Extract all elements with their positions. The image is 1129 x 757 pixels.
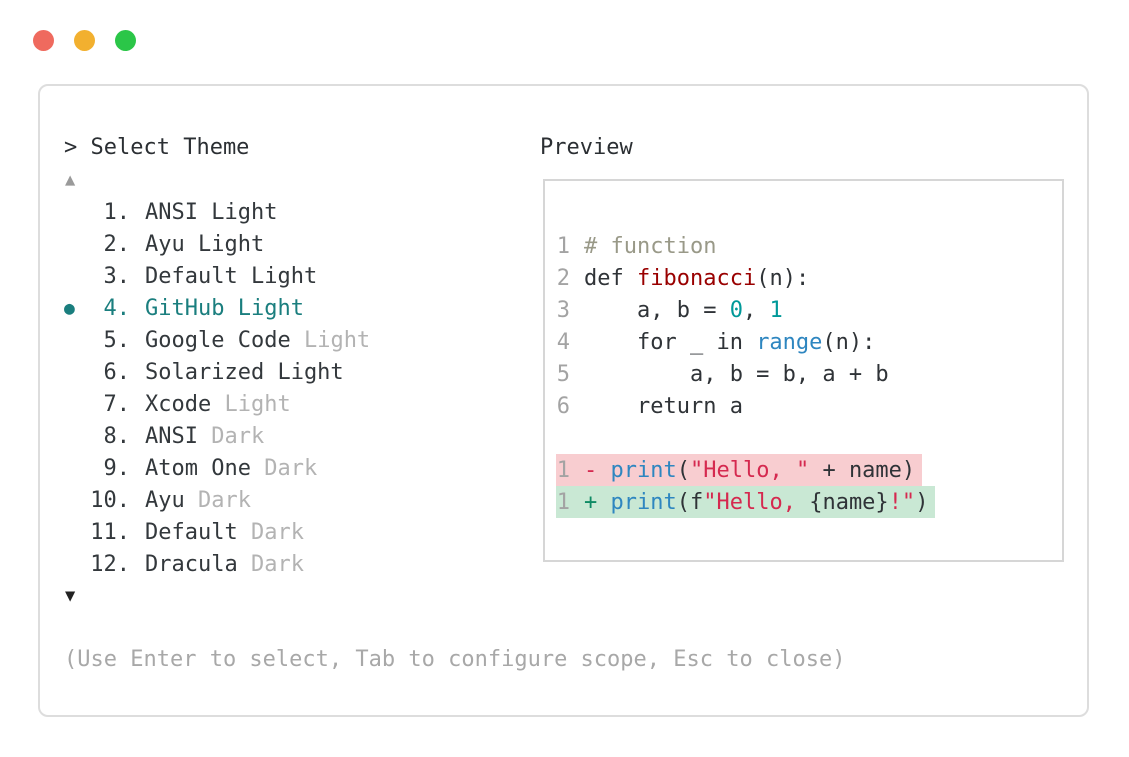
code-line: 2 def fibonacci(n): (556, 262, 809, 294)
code-token-plain: ( (676, 457, 690, 483)
theme-item-variant-dim: Dark (250, 519, 304, 545)
code-token-plain: return a (584, 393, 743, 419)
theme-item-number: 8. (103, 423, 131, 449)
code-token-add-sign: + (584, 489, 611, 515)
window-controls (33, 30, 136, 51)
line-number: 3 (556, 297, 570, 323)
code-token-string: "Hello, " (689, 457, 810, 483)
code-token-plain: (f (676, 489, 704, 515)
theme-item-label: ANSI Light (145, 199, 278, 225)
theme-item-number: 10. (90, 487, 130, 513)
code-line: 1 # function (556, 230, 717, 262)
theme-list-item[interactable]: ● 4. GitHub Light (64, 292, 370, 324)
code-line: 4 for _ in range(n): (556, 326, 876, 358)
theme-list-item[interactable]: 1. ANSI Light (64, 196, 370, 228)
theme-item-label: Default Light (145, 263, 318, 289)
theme-item-number: 6. (103, 359, 131, 385)
theme-item-label: Atom One Dark (145, 455, 318, 481)
code-token-number: 0 (729, 297, 743, 323)
close-button[interactable] (33, 30, 54, 51)
theme-list-item[interactable]: 3. Default Light (64, 260, 370, 292)
line-number: 1 (556, 457, 570, 483)
theme-item-variant-dim: Dark (264, 455, 318, 481)
code-line (556, 422, 584, 454)
theme-list-item[interactable]: 12. Dracula Dark (64, 548, 370, 580)
theme-item-label: Default Dark (145, 519, 304, 545)
code-token-plain: for _ in (584, 329, 757, 355)
theme-item-label: ANSI Dark (145, 423, 265, 449)
code-token-builtin: range (756, 329, 823, 355)
theme-list-item[interactable]: 7. Xcode Light (64, 388, 370, 420)
code-line-added: 1 + print(f"Hello, {name}!") (556, 486, 936, 518)
code-token-plain: def (584, 265, 637, 291)
theme-item-label: GitHub Light (145, 295, 304, 321)
maximize-button[interactable] (115, 30, 136, 51)
code-token-string: "Hello, (703, 489, 810, 515)
code-token-builtin: print (610, 457, 677, 483)
code-line: 5 a, b = b, a + b (556, 358, 889, 390)
code-token-del-sign: - (584, 457, 611, 483)
theme-list-item[interactable]: 11. Default Dark (64, 516, 370, 548)
code-token-plain: a, b = b, a + b (584, 361, 889, 387)
theme-list-item[interactable]: 6. Solarized Light (64, 356, 370, 388)
theme-list-item[interactable]: 2. Ayu Light (64, 228, 370, 260)
theme-item-label: Google Code Light (145, 327, 371, 353)
code-line: 3 a, b = 0, 1 (556, 294, 783, 326)
line-number: 6 (556, 393, 570, 419)
theme-item-number: 1. (103, 199, 131, 225)
theme-item-number: 11. (90, 519, 130, 545)
code-token-plain: {name} (809, 489, 889, 515)
theme-item-variant-dim: Dark (198, 487, 251, 513)
theme-item-label: Ayu Dark (145, 487, 251, 513)
theme-item-variant-dim: Light (224, 391, 291, 417)
line-number: 5 (556, 361, 570, 387)
theme-list-item[interactable]: 10. Ayu Dark (64, 484, 370, 516)
theme-item-number: 12. (90, 551, 130, 577)
theme-item-variant-dim: Dark (250, 551, 304, 577)
theme-item-number: 9. (103, 455, 131, 481)
theme-item-label: Ayu Light (145, 231, 265, 257)
code-token-title: fibonacci (636, 265, 757, 291)
scroll-up-indicator[interactable]: ▲ (65, 170, 76, 190)
code-token-string: !" (888, 489, 916, 515)
theme-item-variant-dim: Light (303, 327, 371, 353)
code-token-number: 1 (769, 297, 783, 323)
theme-item-label: Xcode Light (145, 391, 291, 417)
code-token-comment: # function (584, 233, 717, 259)
theme-list-item[interactable]: 9. Atom One Dark (64, 452, 370, 484)
theme-picker-dialog: > Select Theme ▲ 1. ANSI Light 2. Ayu Light… (38, 84, 1089, 717)
line-number: 2 (556, 265, 570, 291)
theme-list: 1. ANSI Light 2. Ayu Light 3. Default Light ● 4… (64, 196, 370, 580)
line-number: 4 (556, 329, 570, 355)
theme-item-number: 3. (103, 263, 131, 289)
selected-bullet-icon: ● (64, 297, 75, 319)
minimize-button[interactable] (74, 30, 95, 51)
theme-item-label: Dracula Dark (145, 551, 304, 577)
code-token-plain: , (742, 297, 770, 323)
code-token-plain: + name) (809, 457, 916, 483)
code-token-plain: a, b = (584, 297, 730, 323)
scroll-down-indicator[interactable]: ▼ (65, 586, 76, 606)
line-number: 1 (556, 233, 570, 259)
theme-list-item[interactable]: 8. ANSI Dark (64, 420, 370, 452)
code-token-builtin: print (610, 489, 677, 515)
line-number: 1 (556, 489, 570, 515)
theme-list-item[interactable]: 5. Google Code Light (64, 324, 371, 356)
preview-title: Preview (540, 135, 633, 160)
theme-item-number: 2. (103, 231, 131, 257)
code-token-plain: ) (915, 489, 929, 515)
theme-item-variant-dim: Dark (211, 423, 265, 449)
theme-item-number: 7. (103, 391, 131, 417)
dialog-title: > Select Theme (64, 135, 250, 160)
theme-item-number: 5. (103, 327, 131, 353)
code-line: 6 return a (556, 390, 743, 422)
code-token-plain: (n): (756, 265, 810, 291)
code-line-deleted: 1- print("Hello, " + name) (556, 454, 923, 486)
help-text: (Use Enter to select, Tab to configure s… (64, 647, 846, 672)
theme-item-label: Solarized Light (145, 359, 344, 385)
theme-item-number: 4. (103, 295, 131, 321)
code-token-plain: (n): (822, 329, 876, 355)
